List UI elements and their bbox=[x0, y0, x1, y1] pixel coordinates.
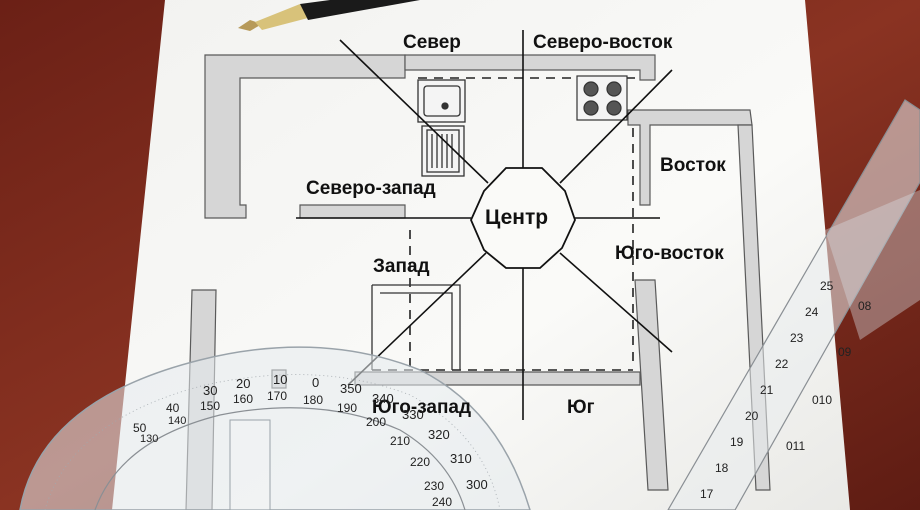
protractor-num-inner-150: 150 bbox=[200, 399, 221, 413]
ruler-digit-011: 011 bbox=[786, 439, 806, 453]
protractor-num-outer-310: 310 bbox=[450, 451, 472, 466]
label-southwest: Юго-запад bbox=[372, 397, 472, 418]
ruler-mark-23: 23 bbox=[790, 331, 804, 345]
protractor-num-left-140: 140 bbox=[168, 415, 187, 427]
label-northwest: Северо-запад bbox=[306, 178, 436, 199]
protractor-num-inner-230: 230 bbox=[424, 479, 445, 493]
ruler-digit-010: 010 bbox=[812, 393, 833, 407]
protractor-num-outer-300: 300 bbox=[466, 477, 488, 492]
protractor bbox=[19, 346, 531, 510]
ruler-digit-08: 08 bbox=[858, 299, 872, 313]
sink-unit bbox=[417, 79, 466, 177]
protractor-num-left-50: 50 bbox=[133, 421, 147, 435]
protractor-num-outer-340: 340 bbox=[372, 391, 394, 406]
protractor-num-inner-180: 180 bbox=[303, 393, 324, 407]
protractor-num-inner-190: 190 bbox=[337, 401, 358, 415]
direction-lines bbox=[296, 30, 673, 420]
protractor-num-left-130: 130 bbox=[140, 433, 159, 445]
protractor-num-outer-0: 0 bbox=[312, 375, 320, 390]
ruler-digit-09: 09 bbox=[838, 345, 852, 359]
stove-unit bbox=[576, 75, 628, 121]
center-octagon bbox=[470, 167, 576, 269]
ruler-mark-19: 19 bbox=[730, 435, 744, 449]
label-southeast: Юго-восток bbox=[615, 243, 724, 264]
label-west: Запад bbox=[373, 256, 430, 277]
ruler-mark-24: 24 bbox=[805, 305, 819, 319]
label-center: Центр bbox=[485, 206, 549, 229]
protractor-num-inner-160: 160 bbox=[233, 392, 254, 406]
label-south: Юг bbox=[567, 397, 595, 418]
ruler-mark-25: 25 bbox=[820, 279, 834, 293]
protractor-num-outer-10: 10 bbox=[273, 372, 288, 387]
ruler-mark-22: 22 bbox=[775, 357, 789, 371]
label-north: Север bbox=[403, 32, 461, 53]
protractor-num-inner-240: 240 bbox=[432, 495, 453, 509]
label-northeast: Северо-восток bbox=[533, 32, 673, 53]
protractor-num-outer-330: 330 bbox=[402, 407, 424, 422]
protractor-num-outer-350: 350 bbox=[340, 381, 362, 396]
protractor-num-inner-220: 220 bbox=[410, 455, 431, 469]
ruler bbox=[667, 99, 920, 510]
protractor-num-left-40: 40 bbox=[166, 401, 180, 415]
ruler-mark-18: 18 bbox=[715, 461, 729, 475]
ruler-mark-20: 20 bbox=[745, 409, 759, 423]
protractor-num-outer-320: 320 bbox=[428, 427, 450, 442]
protractor-num-inner-170: 170 bbox=[267, 389, 288, 403]
protractor-num-inner-200: 200 bbox=[366, 415, 387, 429]
protractor-num-outer-30: 30 bbox=[203, 383, 218, 398]
protractor-num-inner-210: 210 bbox=[390, 434, 411, 448]
protractor-num-outer-20: 20 bbox=[236, 376, 251, 391]
ruler-mark-17: 17 bbox=[700, 487, 714, 501]
label-east: Восток bbox=[660, 155, 726, 176]
ruler-mark-21: 21 bbox=[760, 383, 774, 397]
pen bbox=[238, 0, 420, 31]
